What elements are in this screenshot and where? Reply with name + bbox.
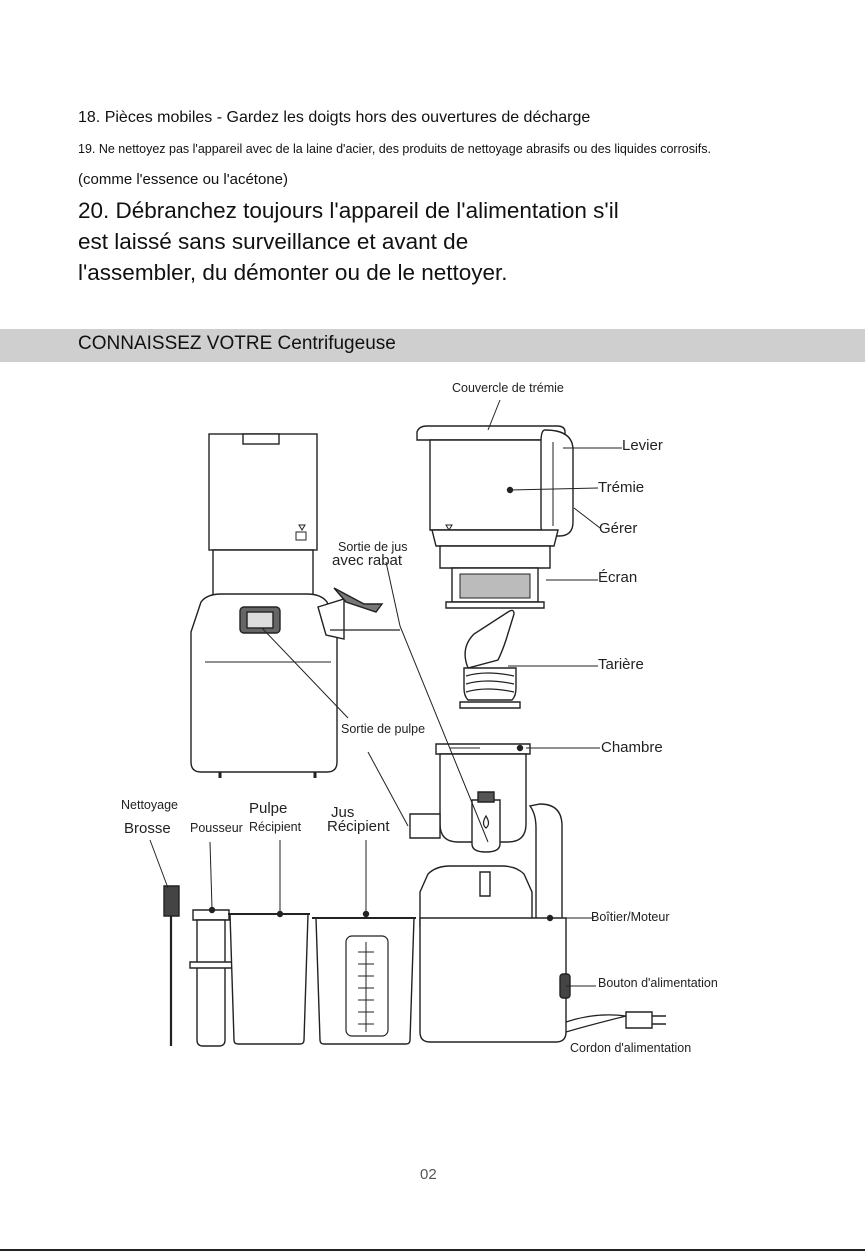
safety-item-18: 18. Pièces mobiles - Gardez les doigts h… xyxy=(78,109,591,126)
label-power-button: Bouton d'alimentation xyxy=(598,976,718,990)
label-handle: Gérer xyxy=(599,520,638,537)
label-pulp-outlet: Sortie de pulpe xyxy=(341,722,426,736)
label-pusher: Pousseur xyxy=(190,821,243,835)
auger xyxy=(459,609,521,709)
label-screen: Écran xyxy=(598,569,638,586)
label-juice-outlet-line-2: avec rabat xyxy=(332,552,403,569)
safety-item-20-line-1: 20. Débranchez toujours l'appareil de l'… xyxy=(78,198,619,223)
motor-base xyxy=(419,803,666,1043)
safety-item-20-line-3: l'assembler, du démonter ou de le nettoy… xyxy=(78,260,508,285)
label-power-cord: Cordon d'alimentation xyxy=(570,1041,692,1055)
label-juice-container: Récipient xyxy=(327,818,390,835)
label-pulp-container: Récipient xyxy=(249,820,302,834)
assembled-juicer xyxy=(190,433,400,778)
bottom-rule xyxy=(0,1249,865,1251)
juice-container xyxy=(312,910,416,1045)
section-banner: CONNAISSEZ VOTRE Centrifugeuse xyxy=(0,329,865,362)
label-pulp: Pulpe xyxy=(249,800,288,817)
label-housing-motor: Boîtier/Moteur xyxy=(591,910,670,924)
leader-lines xyxy=(149,399,622,987)
pulp-container xyxy=(228,910,310,1045)
label-hopper: Trémie xyxy=(598,479,645,496)
label-chamber: Chambre xyxy=(601,739,663,756)
label-cleaning: Nettoyage xyxy=(121,798,178,812)
hopper xyxy=(416,425,574,609)
safety-item-19-note: (comme l'essence ou l'acétone) xyxy=(78,171,288,188)
page-number: 02 xyxy=(420,1166,437,1183)
safety-item-19: 19. Ne nettoyez pas l'appareil avec de l… xyxy=(78,142,711,156)
safety-item-20-line-2: est laissé sans surveillance et avant de xyxy=(78,229,469,254)
label-juice-outlet-line-1: Sortie de jus xyxy=(338,540,408,554)
juicer-diagram xyxy=(149,399,666,1047)
pusher xyxy=(189,906,233,1047)
label-auger: Tarière xyxy=(598,656,644,673)
label-hopper-lid: Couvercle de trémie xyxy=(452,381,564,395)
cleaning-brush xyxy=(163,885,180,1046)
section-title: CONNAISSEZ VOTRE Centrifugeuse xyxy=(78,333,396,354)
label-juice: Jus xyxy=(331,804,355,821)
label-lever: Levier xyxy=(622,437,663,454)
label-brush: Brosse xyxy=(124,820,171,837)
